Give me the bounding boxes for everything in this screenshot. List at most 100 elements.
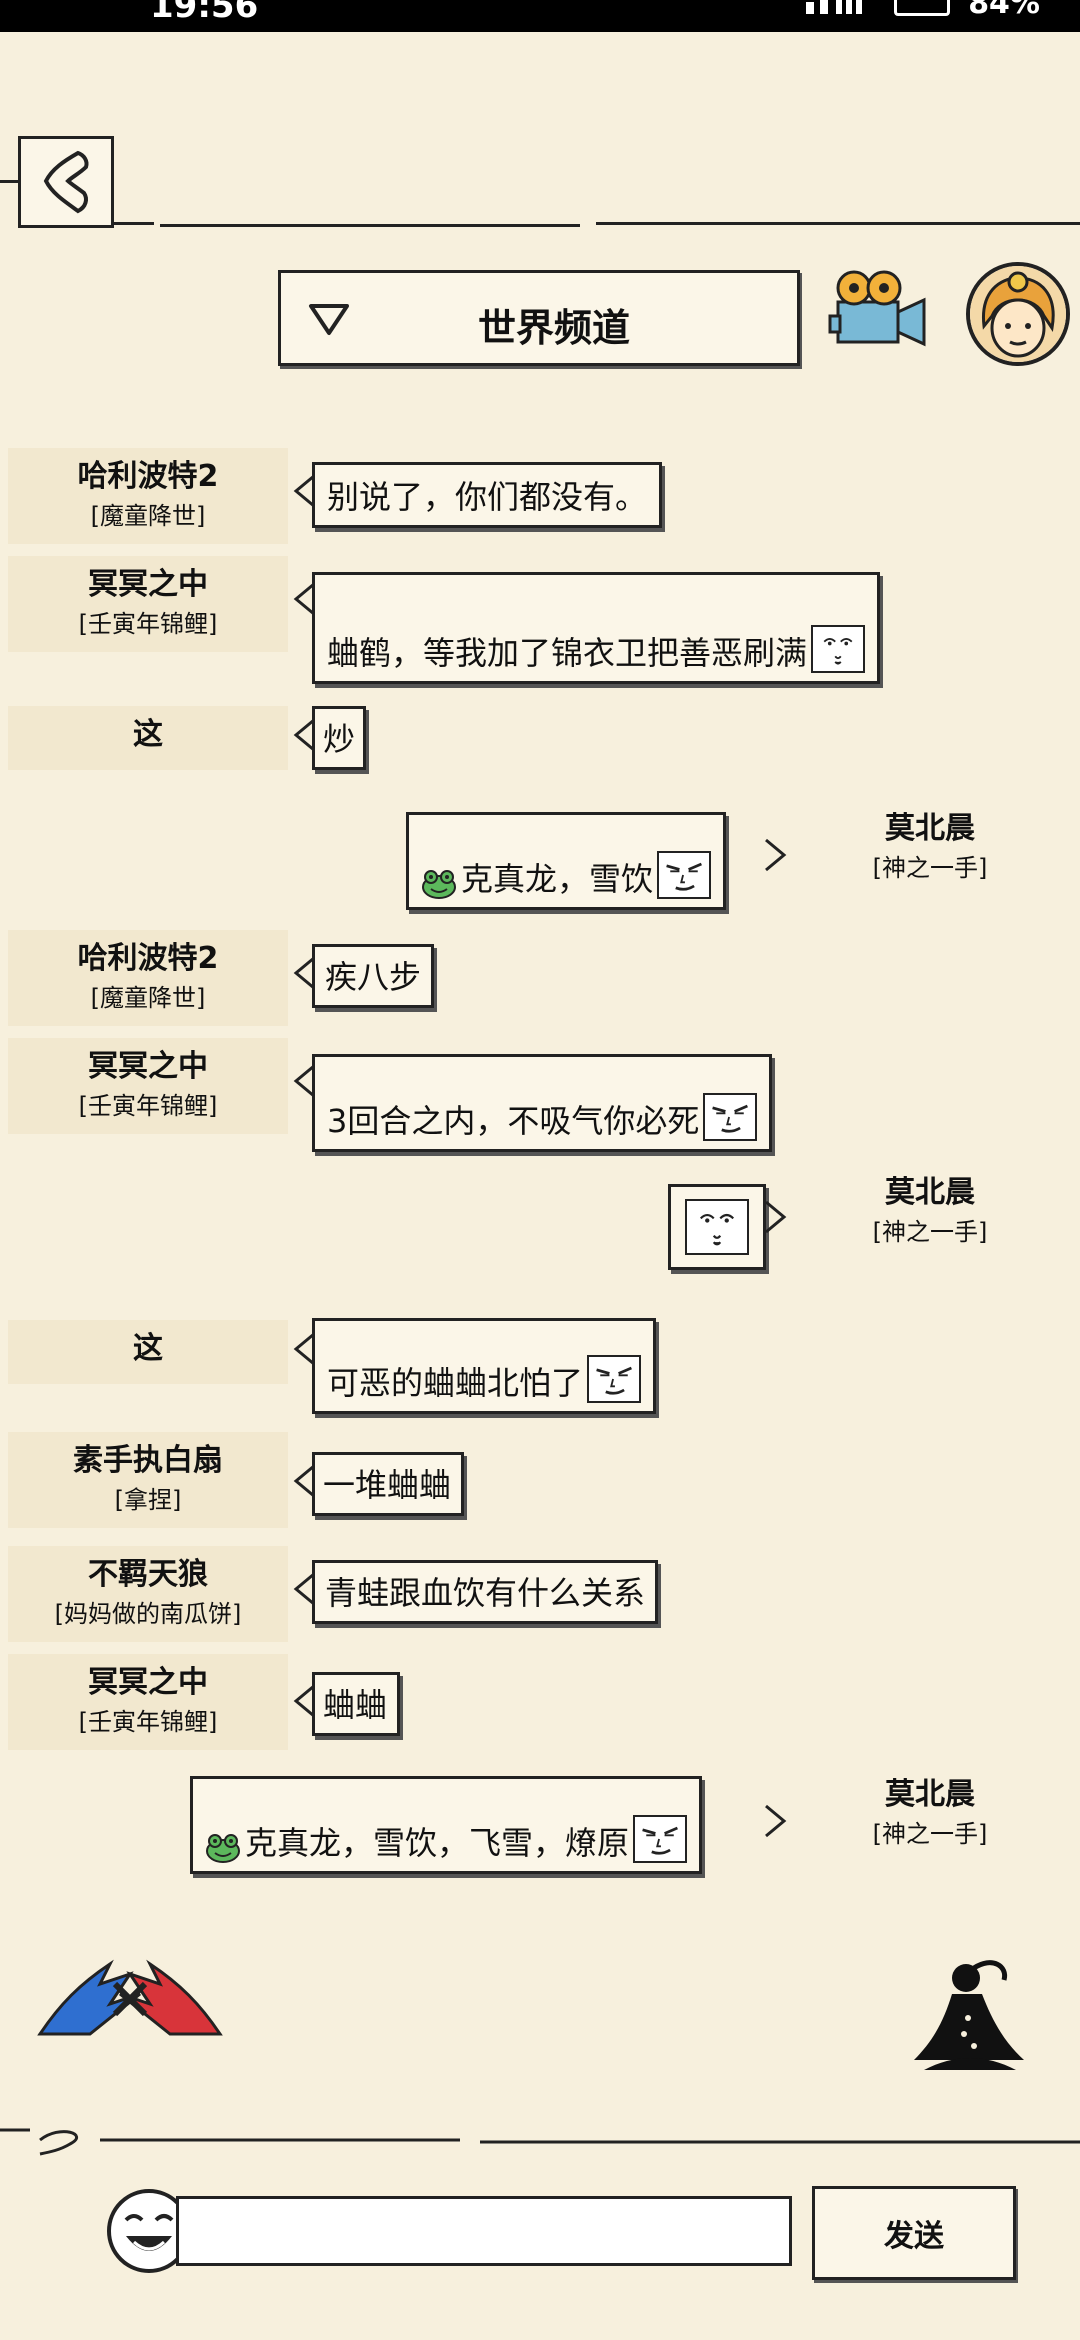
meditating-figure-icon: [914, 1960, 1024, 2070]
message-bubble[interactable]: 疾八步: [312, 944, 435, 1008]
message-text: 蛐鹤，等我加了锦衣卫把善恶刷满: [327, 634, 808, 672]
message-text: 可恶的蛐蛐北怕了: [327, 1364, 584, 1402]
channel-selector[interactable]: 世界频道: [278, 270, 800, 366]
header-rule: [0, 180, 18, 183]
battery-level: 84%: [968, 0, 1040, 21]
header-rule: [596, 222, 1080, 225]
message-bubble[interactable]: 克真龙，雪饮，飞雪，燎原: [190, 1776, 703, 1874]
sender-title: [壬寅年锦鲤]: [78, 1092, 218, 1120]
sender-name: 莫北晨: [885, 1175, 975, 1210]
sender-title: [神之一手]: [872, 1820, 988, 1848]
sender-name: 这: [133, 1331, 163, 1366]
bubble-tail: [765, 1804, 787, 1838]
sender-name: 哈利波特2: [77, 459, 219, 494]
crossed-figures-logo: [37, 1959, 223, 2036]
status-icons: 84%: [806, 0, 1040, 21]
bubble-tail: [293, 1332, 315, 1366]
message-bubble[interactable]: [668, 1184, 766, 1270]
bubble-tail: [293, 956, 315, 990]
sender-name-block[interactable]: 莫北晨 [神之一手]: [790, 800, 1070, 896]
video-camera-icon[interactable]: [828, 266, 932, 358]
sneer-face-icon: [811, 625, 866, 673]
bubble-tail: [293, 1684, 315, 1718]
sender-title: [拿捏]: [114, 1486, 182, 1514]
smug-face-icon: [657, 851, 712, 899]
dropdown-triangle-icon: [309, 304, 349, 335]
status-time: 19:56: [150, 0, 259, 26]
bubble-tail: [765, 1200, 787, 1234]
message-bubble[interactable]: 可恶的蛐蛐北怕了: [312, 1318, 657, 1414]
bubble-tail: [293, 582, 315, 616]
message-text: 3回合之内，不吸气你必死: [327, 1102, 700, 1140]
smug-face-icon: [633, 1815, 688, 1863]
message-text: 青蛙跟血饮有什么关系: [325, 1574, 646, 1612]
sender-title: [壬寅年锦鲤]: [78, 1708, 218, 1736]
sender-name: 冥冥之中: [88, 1665, 208, 1700]
bubble-tail: [765, 838, 787, 872]
sender-name: 莫北晨: [885, 811, 975, 846]
sender-name-block[interactable]: 哈利波特2 [魔童降世]: [8, 930, 288, 1026]
sender-title: [壬寅年锦鲤]: [78, 610, 218, 638]
sender-name-block[interactable]: 冥冥之中 [壬寅年锦鲤]: [8, 1654, 288, 1750]
message-text: 克真龙，雪饮，飞雪，燎原: [245, 1824, 630, 1862]
signal-icon: [806, 0, 863, 14]
smug-face-icon: [703, 1093, 758, 1141]
message-bubble[interactable]: 炒: [312, 706, 367, 770]
sender-title: [魔童降世]: [90, 502, 206, 530]
message-text: 蛐蛐: [323, 1686, 388, 1724]
back-arrow-icon: [43, 150, 89, 214]
channel-name: 世界频道: [477, 306, 630, 350]
sender-name-block[interactable]: 这: [8, 706, 288, 770]
status-bar: 19:56 84%: [0, 0, 1080, 32]
sender-name: 莫北晨: [885, 1777, 975, 1812]
sender-name-block[interactable]: 素手执白扇 [拿捏]: [8, 1432, 288, 1528]
message-bubble[interactable]: 蛐蛐: [312, 1672, 401, 1736]
bubble-tail: [293, 1572, 315, 1606]
bubble-tail: [293, 718, 315, 752]
sender-name: 这: [133, 717, 163, 752]
back-button[interactable]: [18, 136, 114, 228]
message-bubble[interactable]: 青蛙跟血饮有什么关系: [312, 1560, 659, 1624]
sender-name-block[interactable]: 哈利波特2 [魔童降世]: [8, 448, 288, 544]
sender-name-block[interactable]: 莫北晨 [神之一手]: [790, 1766, 1070, 1862]
bubble-tail: [293, 1464, 315, 1498]
sender-name: 冥冥之中: [88, 1049, 208, 1084]
sender-name-block[interactable]: 这: [8, 1320, 288, 1384]
bubble-tail: [293, 1064, 315, 1098]
message-text: 炒: [323, 720, 356, 758]
sender-name-block[interactable]: 不羁天狼 [妈妈做的南瓜饼]: [8, 1546, 288, 1642]
sender-title: [妈妈做的南瓜饼]: [54, 1600, 242, 1628]
frog-icon: [422, 870, 456, 899]
message-text: 别说了，你们都没有。: [327, 478, 648, 516]
header-rule: [114, 222, 154, 225]
sender-name-block[interactable]: 莫北晨 [神之一手]: [790, 1164, 1070, 1260]
send-button[interactable]: 发送: [812, 2186, 1016, 2280]
sender-title: [魔童降世]: [90, 984, 206, 1012]
message-input[interactable]: [176, 2196, 792, 2266]
avatar-icon: [970, 266, 1066, 362]
avatar[interactable]: [966, 262, 1070, 366]
smug-face-icon: [587, 1355, 642, 1403]
message-bubble[interactable]: 克真龙，雪饮: [406, 812, 727, 910]
sender-name: 不羁天狼: [88, 1557, 208, 1592]
message-bubble[interactable]: 3回合之内，不吸气你必死: [312, 1054, 773, 1152]
message-bubble[interactable]: 一堆蛐蛐: [312, 1452, 465, 1516]
message-text: 一堆蛐蛐: [323, 1466, 452, 1504]
message-text: 克真龙，雪饮: [461, 860, 654, 898]
message-bubble[interactable]: 别说了，你们都没有。: [312, 462, 663, 528]
header-rule: [160, 224, 580, 227]
sender-name-block[interactable]: 冥冥之中 [壬寅年锦鲤]: [8, 556, 288, 652]
bubble-tail: [293, 474, 315, 508]
sender-title: [神之一手]: [872, 854, 988, 882]
bottom-divider: [0, 2128, 1080, 2156]
sneer-face-icon: [685, 1199, 749, 1255]
sender-name-block[interactable]: 冥冥之中 [壬寅年锦鲤]: [8, 1038, 288, 1134]
sender-name: 哈利波特2: [77, 941, 219, 976]
sender-name: 素手执白扇: [73, 1443, 223, 1478]
message-bubble[interactable]: 蛐鹤，等我加了锦衣卫把善恶刷满: [312, 572, 881, 684]
battery-icon: [894, 0, 951, 16]
laughing-face-icon[interactable]: [104, 2186, 194, 2276]
message-text: 疾八步: [325, 958, 422, 996]
sender-title: [神之一手]: [872, 1218, 988, 1246]
sender-name: 冥冥之中: [88, 567, 208, 602]
